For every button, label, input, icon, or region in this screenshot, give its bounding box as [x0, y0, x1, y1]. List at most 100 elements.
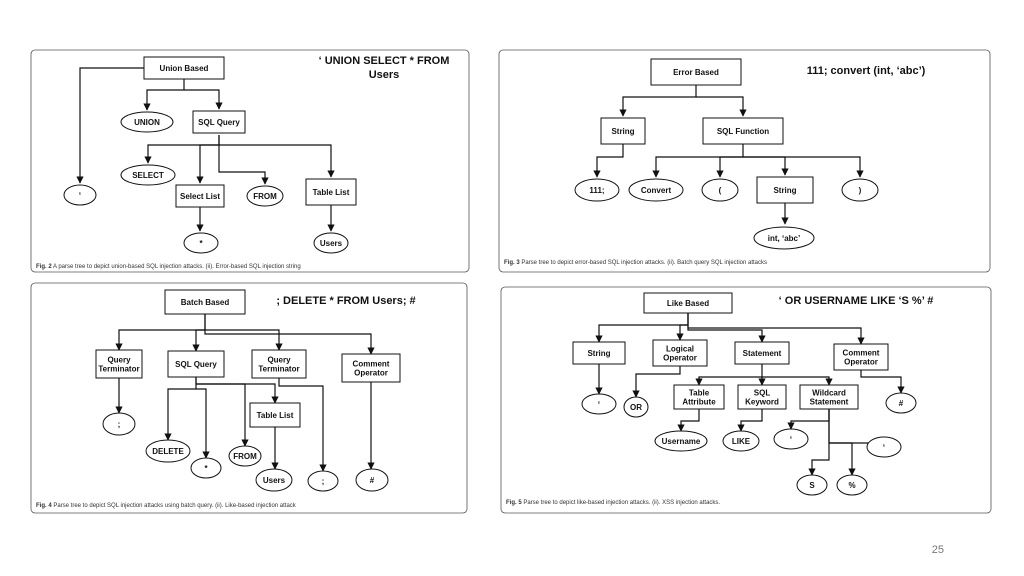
- fig2-title: Users: [369, 69, 400, 81]
- fig3-edge: [652, 144, 744, 178]
- node-label: Convert: [641, 186, 672, 195]
- fig2-edge: [196, 144, 219, 184]
- node-label: *: [204, 464, 208, 473]
- node-label: Terminator: [98, 365, 139, 374]
- fig4-node: #: [355, 468, 389, 492]
- node-label: Comment: [353, 360, 390, 369]
- node-label: ‘: [883, 443, 885, 452]
- fig2-node: Union Based: [143, 56, 225, 80]
- node-label: Query: [107, 356, 131, 365]
- node-label: ): [859, 186, 862, 195]
- node-label: (: [719, 186, 722, 195]
- fig5-node: Like Based: [643, 292, 733, 314]
- node-label: #: [370, 476, 375, 485]
- node-label: OR: [630, 403, 642, 412]
- node-label: Attribute: [682, 398, 716, 407]
- fig3-title: 111; convert (int, ‘abc’): [807, 65, 926, 77]
- fig2-node: SQL Query: [192, 110, 246, 134]
- fig2-node: ‘: [63, 184, 97, 206]
- node-label: FROM: [253, 192, 277, 201]
- fig5-edge: [677, 409, 700, 432]
- node-label: SQL Function: [717, 127, 769, 136]
- fig5-edge: [632, 366, 681, 398]
- fig5-node: Username: [654, 430, 708, 452]
- fig5-edge: [687, 313, 865, 345]
- node-label: Select List: [180, 192, 220, 201]
- fig3-node: String: [756, 176, 814, 204]
- node-label: ;: [322, 477, 325, 486]
- fig4-node: FROM: [228, 445, 262, 467]
- fig4-edge: [278, 378, 327, 472]
- fig2-caption: Fig. 2 A parse tree to depict union-base…: [36, 264, 301, 270]
- fig5-edge: [829, 442, 856, 476]
- fig5-edge: [762, 376, 833, 386]
- node-label: UNION: [134, 118, 160, 127]
- node-label: DELETE: [152, 447, 184, 456]
- node-label: ‘: [790, 435, 792, 444]
- node-label: Terminator: [258, 365, 299, 374]
- fig3-edge: [696, 96, 747, 117]
- node-label: %: [848, 481, 855, 490]
- node-label: Operator: [663, 354, 697, 363]
- fig2-node: FROM: [246, 185, 284, 207]
- fig4-node: Table List: [249, 402, 301, 428]
- node-label: String: [611, 127, 634, 136]
- fig5-edge: [737, 409, 763, 432]
- node-label: Comment: [843, 349, 880, 358]
- node-label: String: [587, 349, 610, 358]
- node-label: ;: [118, 420, 121, 429]
- fig3-edge: [619, 85, 697, 117]
- node-label: #: [899, 399, 904, 408]
- fig5-node: ‘: [866, 436, 902, 458]
- fig5-edge: [808, 409, 830, 476]
- fig4-node: Batch Based: [164, 289, 246, 315]
- fig4-title: ; DELETE * FROM Users; #: [276, 295, 415, 307]
- fig5-node: String: [572, 341, 626, 365]
- node-label: Batch Based: [181, 298, 230, 307]
- fig2-panel: [30, 49, 470, 273]
- node-label: SELECT: [132, 171, 164, 180]
- node-label: Union Based: [160, 64, 209, 73]
- node-label: SQL Query: [175, 360, 217, 369]
- fig5-node: ‘: [581, 393, 617, 415]
- node-label: SQL Query: [198, 118, 240, 127]
- fig3-caption: Fig. 3 Parse tree to depict error-based …: [504, 260, 767, 266]
- fig5-node: ‘: [773, 428, 809, 450]
- fig2-node: Select List: [175, 184, 225, 208]
- fig2-node: *: [183, 232, 219, 254]
- fig4-node: SQL Query: [167, 350, 225, 378]
- fig2-node: Table List: [305, 178, 357, 206]
- fig3-node: String: [600, 117, 646, 145]
- fig3-node: Convert: [628, 178, 684, 202]
- fig3-node: Error Based: [650, 58, 742, 86]
- fig3-node: 111;: [574, 178, 620, 202]
- fig2-edge: [184, 89, 223, 110]
- node-label: *: [199, 239, 203, 248]
- fig4-edge: [204, 314, 375, 355]
- fig5-node: LIKE: [722, 430, 760, 452]
- fig4-node: DELETE: [145, 439, 191, 463]
- fig4-node: *: [190, 457, 222, 479]
- node-label: Statement: [810, 398, 849, 407]
- node-label: 111;: [589, 186, 604, 195]
- node-label: SQL: [754, 389, 771, 398]
- node-label: S: [809, 481, 815, 490]
- fig2-edge: [219, 144, 335, 178]
- node-label: Query: [267, 356, 291, 365]
- fig2-node: SELECT: [120, 164, 176, 186]
- fig3-edge: [716, 156, 743, 178]
- node-label: ‘: [598, 400, 600, 409]
- fig2-edge: [218, 135, 269, 185]
- fig5-title: ‘ OR USERNAME LIKE ‘S %’ #: [779, 295, 934, 307]
- fig3-node: ): [841, 178, 879, 202]
- node-label: Keyword: [745, 398, 779, 407]
- node-label: String: [773, 186, 796, 195]
- node-label: Wildcard: [812, 389, 846, 398]
- fig4-edge: [205, 329, 283, 351]
